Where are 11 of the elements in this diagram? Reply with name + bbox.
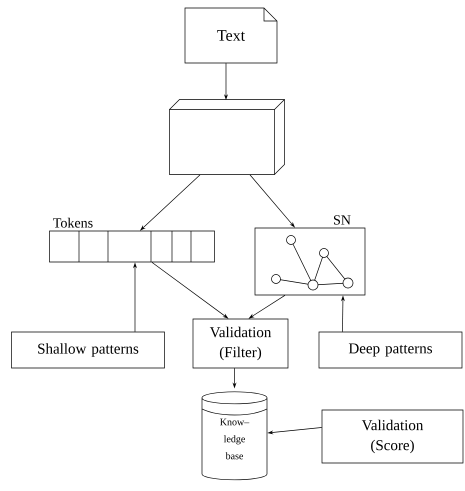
document-box: Text: [184, 8, 278, 64]
pattern-box: Deep patterns: [318, 332, 462, 368]
cube-box: [169, 99, 285, 175]
node-label: Tokens: [53, 218, 93, 228]
token-array: Tokens: [49, 218, 215, 262]
node-label: SN: [334, 215, 351, 225]
validation-box: Validation (Score): [322, 410, 464, 464]
database-cylinder: Know– ledge base: [202, 391, 268, 480]
pattern-box: Shallow patterns: [11, 332, 165, 368]
network-box: SN: [254, 215, 366, 296]
validation-box: Validation (Filter): [192, 318, 288, 368]
